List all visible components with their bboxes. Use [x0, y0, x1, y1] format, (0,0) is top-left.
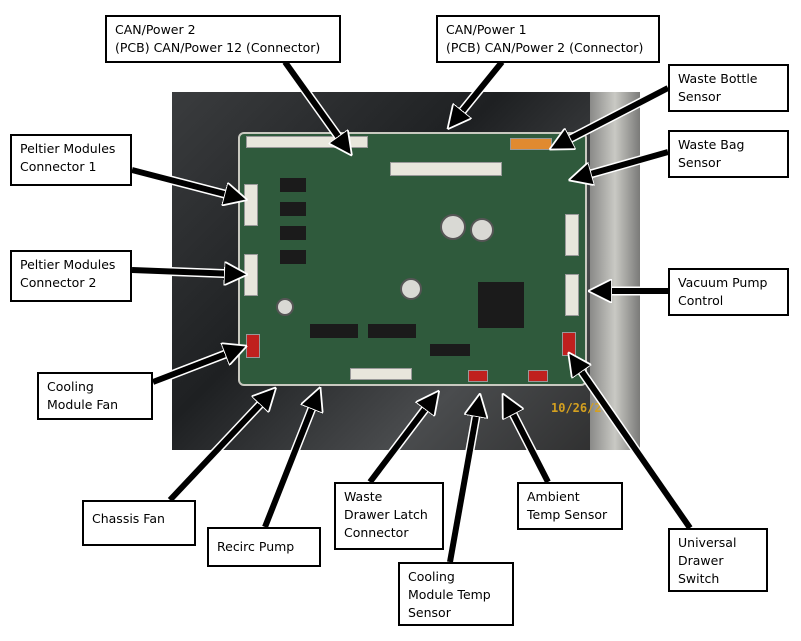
- label-waste-bottle-sensor: Waste Bottle Sensor: [668, 64, 789, 112]
- label-universal-drawer-switch: Universal Drawer Switch: [668, 528, 768, 592]
- label-line: (PCB) CAN/Power 12 (Connector): [115, 40, 321, 55]
- label-line: Sensor: [408, 605, 451, 620]
- arrow-cooling-fan: [151, 350, 236, 385]
- label-line: Module Fan: [47, 397, 119, 412]
- label-line: Connector 1: [20, 159, 97, 174]
- label-chassis-fan: Chassis Fan: [82, 500, 196, 546]
- label-line: Vacuum Pump: [678, 275, 768, 290]
- label-line: Recirc Pump: [217, 539, 295, 554]
- arrow-waste-bottle: [560, 85, 670, 144]
- label-line: Temp Sensor: [527, 507, 608, 522]
- label-line: Cooling: [47, 379, 94, 394]
- label-line: Drawer: [678, 553, 724, 568]
- arrow-peltier-1: [131, 167, 236, 197]
- arrow-waste-bag: [580, 149, 669, 177]
- label-line: Waste Bag: [678, 137, 745, 152]
- arrow-can-power-2: [282, 60, 345, 146]
- label-line: Peltier Modules: [20, 257, 116, 272]
- arrow-universal: [575, 362, 693, 530]
- label-line: Ambient: [527, 489, 580, 504]
- label-line: CAN/Power 2: [115, 22, 196, 37]
- label-line: Module Temp: [408, 587, 491, 602]
- label-line: CAN/Power 1: [446, 22, 527, 37]
- label-can-power-2: CAN/Power 2 (PCB) CAN/Power 12 (Connecto…: [105, 15, 341, 63]
- arrow-chassis-fan: [167, 396, 268, 503]
- label-line: Peltier Modules: [20, 141, 116, 156]
- arrow-peltier-2: [131, 270, 236, 274]
- arrow-can-power-1: [455, 60, 505, 120]
- label-line: Universal: [678, 535, 737, 550]
- arrow-cooling-temp: [447, 405, 478, 563]
- label-line: Connector 2: [20, 275, 97, 290]
- label-line: (PCB) CAN/Power 2 (Connector): [446, 40, 644, 55]
- label-recirc-pump: Recirc Pump: [207, 527, 321, 567]
- label-line: Waste Bottle: [678, 71, 758, 86]
- label-waste-bag-sensor: Waste Bag Sensor: [668, 130, 789, 178]
- label-cooling-module-fan: Cooling Module Fan: [37, 372, 153, 420]
- arrow-recirc: [262, 398, 316, 529]
- arrow-ambient: [508, 404, 551, 484]
- label-can-power-1: CAN/Power 1 (PCB) CAN/Power 2 (Connector…: [436, 15, 660, 63]
- label-line: Drawer Latch: [344, 507, 428, 522]
- label-ambient-temp: Ambient Temp Sensor: [517, 482, 623, 530]
- label-waste-drawer-latch: Waste Drawer Latch Connector: [334, 482, 444, 550]
- label-line: Control: [678, 293, 724, 308]
- label-line: Cooling: [408, 569, 455, 584]
- arrow-latch: [367, 400, 432, 484]
- label-line: Waste: [344, 489, 383, 504]
- label-peltier-1: Peltier Modules Connector 1: [10, 134, 132, 186]
- label-vacuum-pump-control: Vacuum Pump Control: [668, 268, 789, 316]
- label-line: Sensor: [678, 89, 721, 104]
- label-peltier-2: Peltier Modules Connector 2: [10, 250, 132, 302]
- label-line: Switch: [678, 571, 720, 586]
- label-line: Chassis Fan: [92, 511, 165, 526]
- label-line: Connector: [344, 525, 409, 540]
- label-line: Sensor: [678, 155, 721, 170]
- date-stamp: 10/26/20: [551, 401, 609, 415]
- label-cooling-module-temp: Cooling Module Temp Sensor: [398, 562, 514, 626]
